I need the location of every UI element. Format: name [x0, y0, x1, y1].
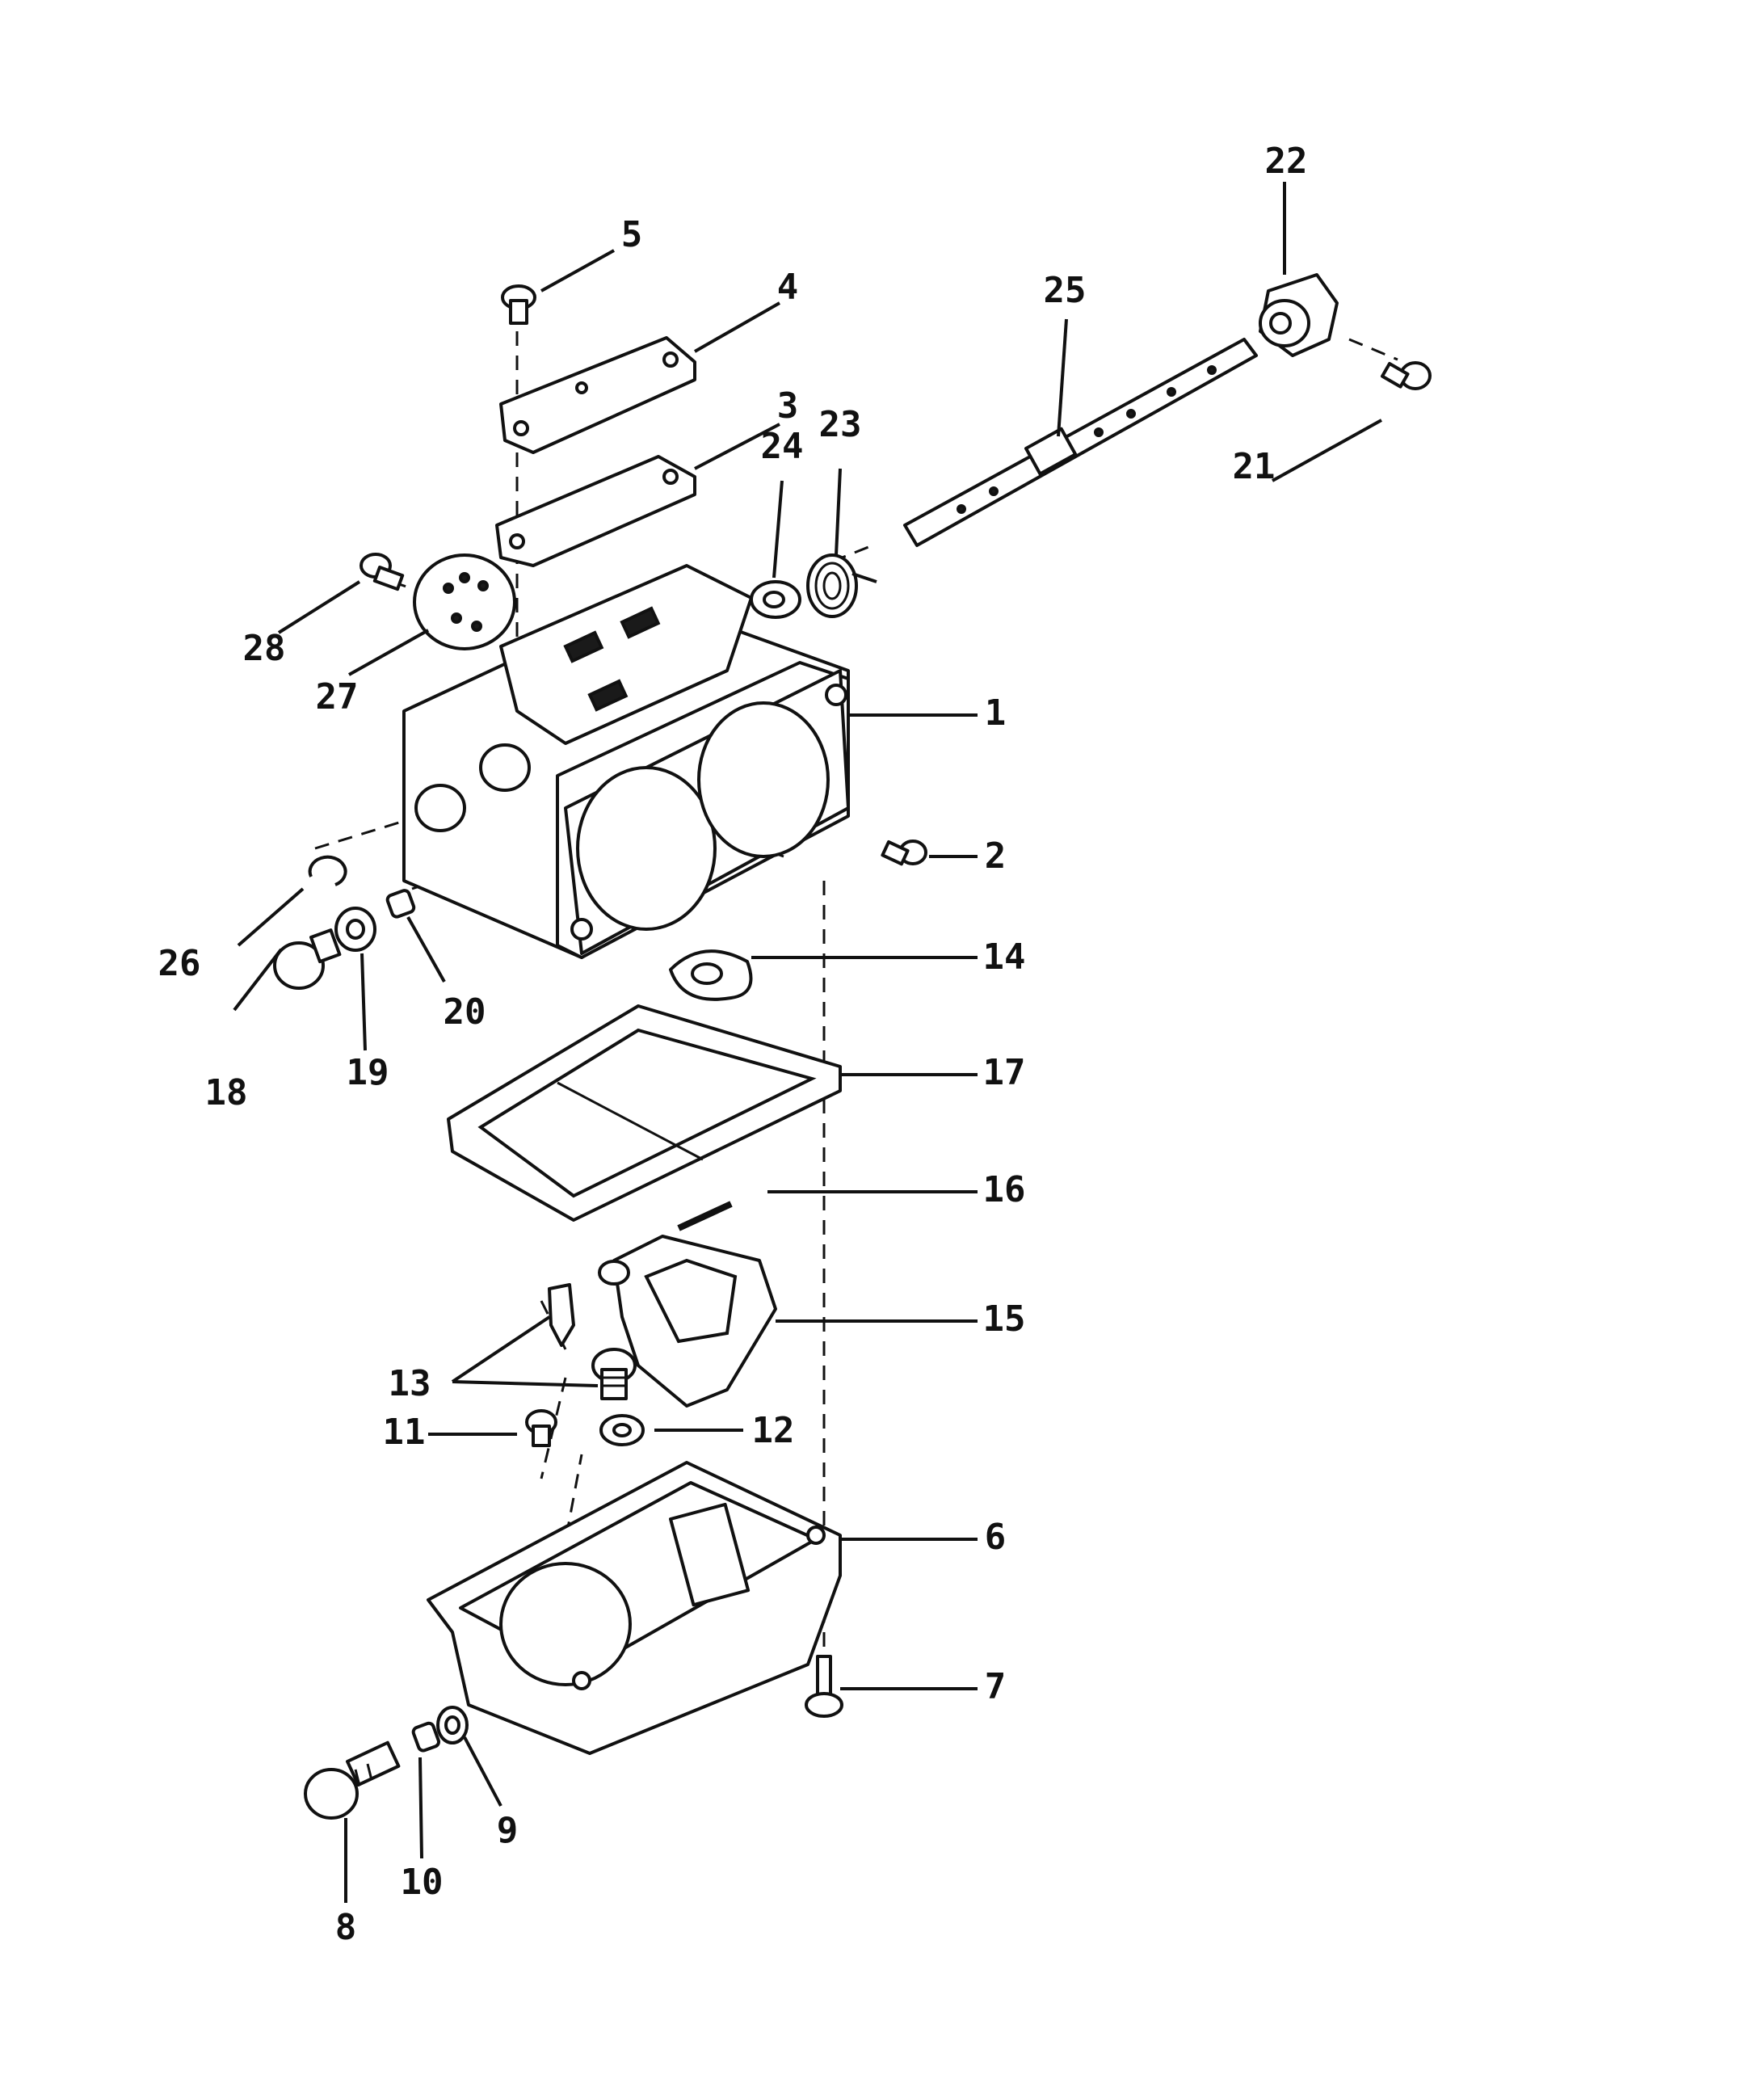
callout-22: 22	[1265, 141, 1308, 182]
throttle-shaft-part-25	[903, 338, 1258, 547]
callout-6: 6	[985, 1517, 1007, 1558]
pin-part-16	[677, 1201, 733, 1231]
callout-28: 28	[243, 628, 286, 669]
callout-2: 2	[985, 835, 1007, 877]
screw-part-7	[805, 1655, 843, 1718]
screw-part-2	[881, 840, 927, 866]
callout-5: 5	[621, 214, 643, 255]
callout-1: 1	[985, 692, 1007, 734]
callout-12: 12	[752, 1410, 795, 1451]
callout-4: 4	[777, 267, 799, 308]
needle-valve-part-13	[548, 1283, 637, 1400]
throttle-lever-part-22	[1259, 273, 1339, 357]
float-bowl-part-6	[427, 1461, 842, 1755]
gasket-part-3	[495, 455, 696, 567]
callout-9: 9	[497, 1810, 519, 1851]
callout-18: 18	[205, 1072, 248, 1113]
callout-16: 16	[983, 1169, 1026, 1210]
screw-part-5	[501, 284, 536, 325]
jet-part-10	[411, 1721, 441, 1753]
bowl-gasket-part-17	[447, 1004, 842, 1222]
callout-26: 26	[158, 943, 201, 984]
callout-13: 13	[389, 1363, 431, 1404]
washer-part-12	[599, 1414, 645, 1446]
washer-part-9	[436, 1706, 469, 1744]
float-part-15	[598, 1235, 777, 1408]
callout-15: 15	[983, 1298, 1026, 1340]
callout-8: 8	[335, 1907, 357, 1948]
callout-7: 7	[985, 1666, 1007, 1707]
callout-23: 23	[819, 404, 862, 445]
leader-lines	[233, 182, 1382, 1903]
callout-19: 19	[347, 1052, 389, 1093]
callout-10: 10	[401, 1862, 444, 1903]
callout-17: 17	[983, 1052, 1026, 1093]
callout-21: 21	[1233, 446, 1276, 487]
callout-3: 3	[777, 385, 799, 427]
screw-part-21	[1380, 361, 1432, 390]
callout-labels: 5 4 3 24 23 25 22 21 28 27 1 2 14 17 16 …	[158, 141, 1308, 1948]
disc-part-27	[413, 553, 516, 650]
drain-plug-part-8	[304, 1740, 401, 1820]
gasket-part-14	[669, 949, 753, 1001]
screw-part-28	[360, 553, 405, 591]
plug-part-18	[273, 928, 342, 990]
callout-27: 27	[316, 676, 359, 718]
throttle-body-part-1	[402, 564, 850, 959]
callout-25: 25	[1044, 270, 1087, 311]
callout-14: 14	[983, 936, 1026, 978]
cover-plate-part-4	[499, 336, 696, 454]
clip-part-26	[308, 855, 347, 886]
washer-part-24	[750, 580, 801, 619]
spring-part-23	[806, 553, 877, 618]
callout-24: 24	[761, 426, 804, 467]
washer-part-19	[334, 907, 376, 952]
jet-part-20	[385, 889, 416, 919]
callout-11: 11	[383, 1412, 426, 1453]
callout-20: 20	[444, 991, 486, 1033]
screw-part-11	[525, 1409, 557, 1447]
